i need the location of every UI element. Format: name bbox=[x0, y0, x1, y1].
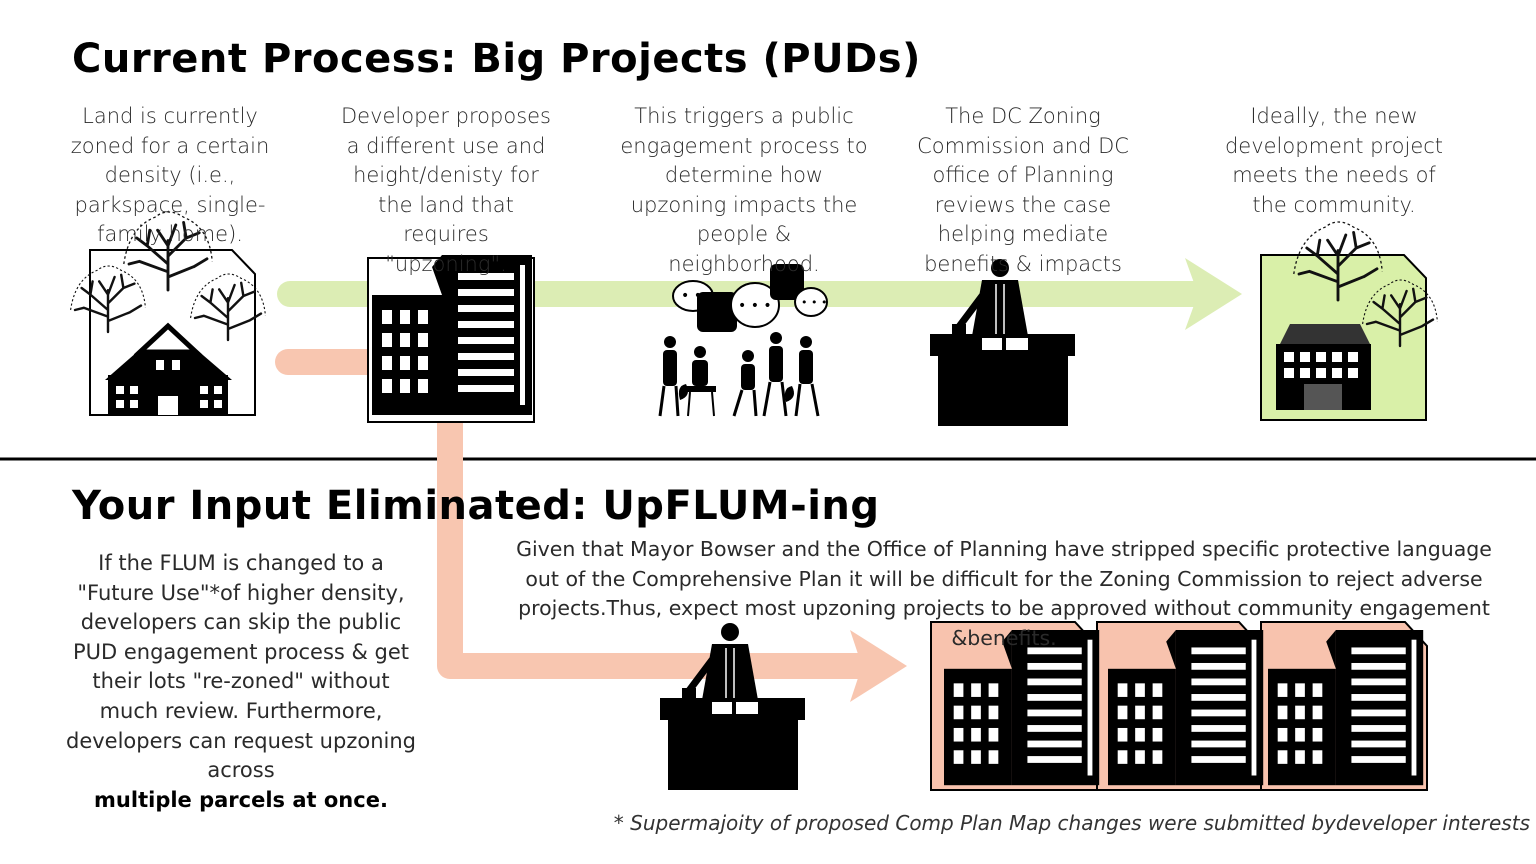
top-section-title: Current Process: Big Projects (PUDs) bbox=[72, 36, 921, 82]
flum-explanation: If the FLUM is changed to a "Future Use"… bbox=[62, 549, 420, 815]
speech-bubble-icon: • • • • • • • • • bbox=[672, 264, 828, 332]
footnote: * Supermajoity of proposed Comp Plan Map… bbox=[613, 811, 1530, 835]
public-engagement-icon: • • • • • • • • • bbox=[658, 264, 828, 417]
step-4-text: The DC Zoning Commission and DC office o… bbox=[917, 104, 1129, 276]
svg-text:• • •: • • • bbox=[801, 296, 827, 309]
step-5-text: Ideally, the new development project mee… bbox=[1224, 104, 1444, 217]
flum-explanation-text: If the FLUM is changed to a "Future Use"… bbox=[66, 551, 416, 783]
bottom-section-title: Your Input Eliminated: UpFLUM-ing bbox=[72, 483, 880, 529]
step-3-text: This triggers a public engagement proces… bbox=[620, 104, 868, 276]
comp-plan-paragraph: Given that Mayor Bowser and the Office o… bbox=[516, 537, 1492, 650]
step-2-text: Developer proposes a different use and h… bbox=[340, 104, 551, 276]
svg-text:• • •: • • • bbox=[738, 298, 772, 314]
upzoned-parcels-icon bbox=[930, 621, 1428, 791]
flum-explanation-bold: multiple parcels at once. bbox=[94, 787, 388, 812]
office-building-icon bbox=[367, 255, 535, 423]
salmon-arrow-head bbox=[850, 630, 907, 702]
step-1-text: Land is currently zoned for a certain de… bbox=[70, 104, 270, 247]
land-house-icon bbox=[69, 210, 267, 416]
new-development-icon bbox=[1260, 220, 1439, 421]
people-icon bbox=[658, 332, 820, 417]
